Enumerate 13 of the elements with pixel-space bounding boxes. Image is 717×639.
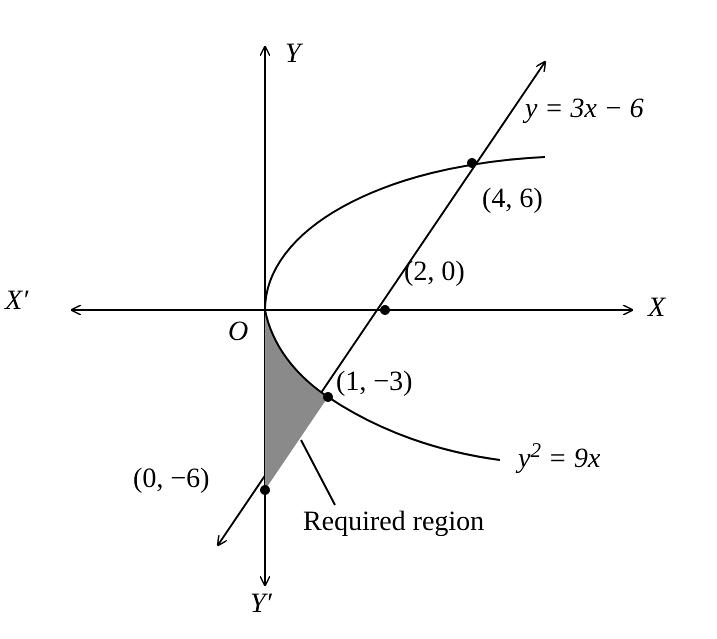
leader-line bbox=[300, 440, 336, 506]
point-label: (1, −3) bbox=[336, 368, 412, 396]
axis-label: Y′ bbox=[250, 590, 272, 618]
point-label: (2, 0) bbox=[404, 258, 465, 286]
axis-label: X bbox=[648, 294, 666, 322]
equation-label: y = 3x − 6 bbox=[525, 95, 644, 123]
origin-label: O bbox=[228, 318, 248, 346]
axis-label: Y bbox=[285, 40, 301, 68]
axis-label: X′ bbox=[5, 287, 28, 315]
point-label: (4, 6) bbox=[482, 185, 543, 213]
point-label: (0, −6) bbox=[133, 465, 210, 493]
region-caption: Required region bbox=[303, 508, 484, 536]
equation-label: y$^{2}$ = 9x bbox=[518, 445, 600, 473]
